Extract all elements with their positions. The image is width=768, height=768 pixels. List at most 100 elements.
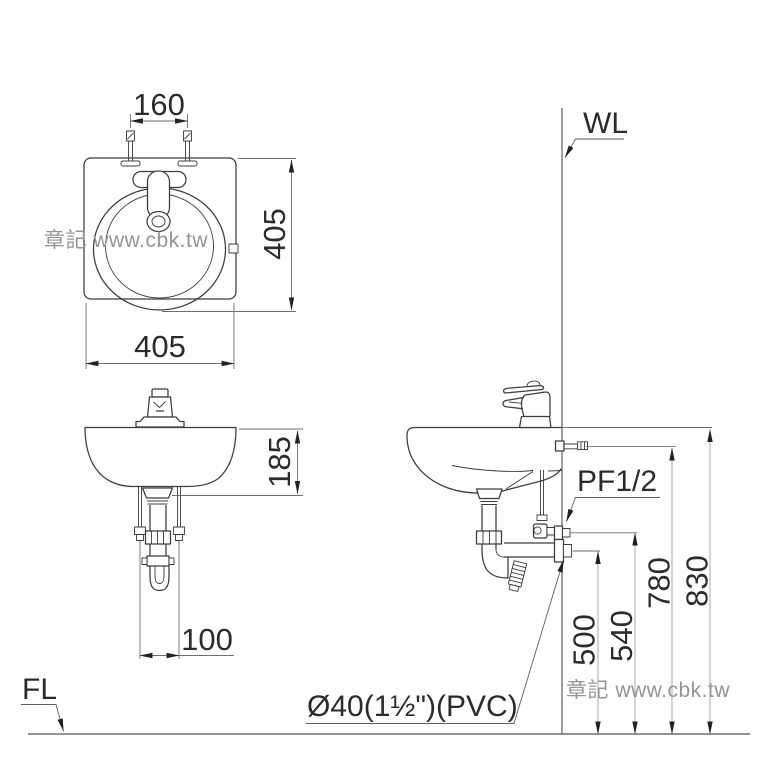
- u-bend-inner: [154, 566, 165, 584]
- faucet-platform: [135, 416, 185, 428]
- bolt-base: [120, 160, 141, 167]
- dim-top-width: 405: [85, 303, 235, 369]
- dim-rim-height: 830: [680, 428, 715, 735]
- drain-pipe-lower: [149, 544, 167, 556]
- elbow-outer: [481, 548, 509, 579]
- trap-nut-ribs-side: [482, 531, 497, 544]
- basin-front: [84, 426, 237, 488]
- drain-trap-front: [141, 487, 175, 592]
- dim-value-185: 185: [262, 436, 297, 488]
- bolt-head-mark: [127, 132, 134, 140]
- valve-wall-stub: [546, 527, 555, 536]
- extension-lines: [85, 303, 235, 369]
- mounting-bolt-left: [120, 130, 141, 167]
- drain-wall-socket: [563, 544, 572, 558]
- dim-value-500: 500: [567, 614, 602, 666]
- dim-faucet-hole-spacing: 160: [129, 87, 189, 128]
- side-view: 830 780 540 500 WL FL PF1/2 Ø40(1½")(PVC…: [21, 107, 750, 735]
- watermarks: 章記 www.cbk.tw 章記 www.cbk.tw: [44, 229, 730, 702]
- angle-valve-handle: [533, 526, 542, 535]
- bolt-stem: [185, 141, 190, 161]
- cleanout-stub: [507, 560, 528, 592]
- top-view: 160 405 405: [83, 87, 296, 369]
- dim-value-830: 830: [680, 555, 715, 607]
- tailpiece-threads: [147, 500, 168, 505]
- basin-outline-front: [84, 426, 237, 488]
- dim-value-405-width: 405: [134, 329, 186, 364]
- horizontal-waste-pipe: [504, 542, 556, 558]
- faucet-spout-opening: [151, 215, 166, 228]
- dim-value-540: 540: [604, 610, 639, 662]
- bolt-anchor-marks: [580, 441, 585, 450]
- elbow-inner: [495, 548, 505, 558]
- bolt-flange: [554, 440, 565, 452]
- bolt-stem: [128, 141, 133, 161]
- trap-clamp: [146, 555, 170, 567]
- bolt-base: [177, 160, 198, 167]
- supply-spec-label: PF1/2: [566, 465, 660, 523]
- extension-lines: [172, 428, 303, 496]
- drain-side: [475, 488, 572, 592]
- bolt-head: [126, 130, 135, 142]
- supply-wall-socket: [562, 528, 571, 538]
- faucet-cap: [151, 388, 169, 398]
- watermark-bottom-right: 章記 www.cbk.tw: [566, 679, 730, 702]
- watermark-top-left: 章記 www.cbk.tw: [44, 229, 208, 252]
- supply-valve-right: [173, 526, 185, 535]
- tailpiece-flange: [141, 487, 174, 499]
- wall-line-leader: [564, 138, 624, 158]
- faucet-body-side: [520, 391, 551, 417]
- faucet-front: [135, 388, 185, 428]
- tailpiece-threads-side: [480, 501, 498, 505]
- supply-spec-text: PF1/2: [577, 465, 657, 498]
- supply-wall-flange: [553, 525, 564, 541]
- dim-supply-height: 540: [604, 532, 639, 735]
- supply-spec-leader: [566, 497, 660, 523]
- drain-spec-text: Ø40(1½")(PVC): [307, 690, 518, 723]
- extension-lines: [162, 158, 296, 312]
- dim-supply-spacing: 100: [139, 622, 234, 659]
- supply-valve-right-nut: [175, 534, 183, 541]
- drain-spec-label: Ø40(1½")(PVC): [305, 559, 564, 724]
- drain-pipe-side-lower: [481, 544, 497, 549]
- basin-side: [406, 426, 563, 494]
- trap-nut-ribs: [151, 531, 164, 544]
- basin-far-rim: [451, 465, 534, 472]
- basin-profile: [406, 426, 562, 494]
- floor-line-leader: [21, 704, 64, 732]
- supply-drop-pipe: [540, 470, 544, 516]
- dim-mounting-bolt-height: 780: [642, 447, 677, 735]
- dim-basin-height: 185: [172, 428, 303, 496]
- side-notch: [228, 243, 239, 254]
- supply-valve-left-nut: [136, 534, 144, 541]
- drain-pipe-upper: [149, 505, 167, 531]
- floor-line-text: FL: [22, 673, 57, 706]
- supply-pipe-right: [177, 487, 181, 527]
- faucet-spout-side: [502, 396, 525, 410]
- drain-spec-leader: [305, 559, 564, 724]
- supply-pipe-left: [138, 487, 142, 527]
- faucet-lever: [503, 384, 545, 394]
- drain-pipe-side: [481, 505, 497, 531]
- u-bend-outer: [149, 566, 170, 592]
- faucet-spout-plan: [146, 210, 171, 233]
- mounting-bolt-side: [554, 440, 588, 452]
- cleanout-cap: [508, 583, 520, 592]
- faucet-side: [502, 380, 552, 429]
- dim-value-780: 780: [642, 557, 677, 609]
- trap-clamp-ear-left: [141, 557, 148, 565]
- supply-valve-left: [134, 526, 146, 535]
- faucet-base-side: [518, 415, 552, 429]
- front-view: 100 185: [84, 388, 303, 659]
- dim-drain-height: 500: [567, 550, 602, 735]
- basin-underside-detail: [505, 470, 563, 490]
- wall-line-text: WL: [583, 107, 628, 140]
- wall-line-label: WL: [564, 107, 628, 158]
- mounting-bolts-plan: [120, 130, 198, 167]
- bolt-head-mark: [184, 132, 191, 140]
- rim-plate-outline: [83, 157, 237, 300]
- trap-clamp-ear-right: [168, 557, 175, 565]
- dim-top-depth: 405: [162, 158, 296, 312]
